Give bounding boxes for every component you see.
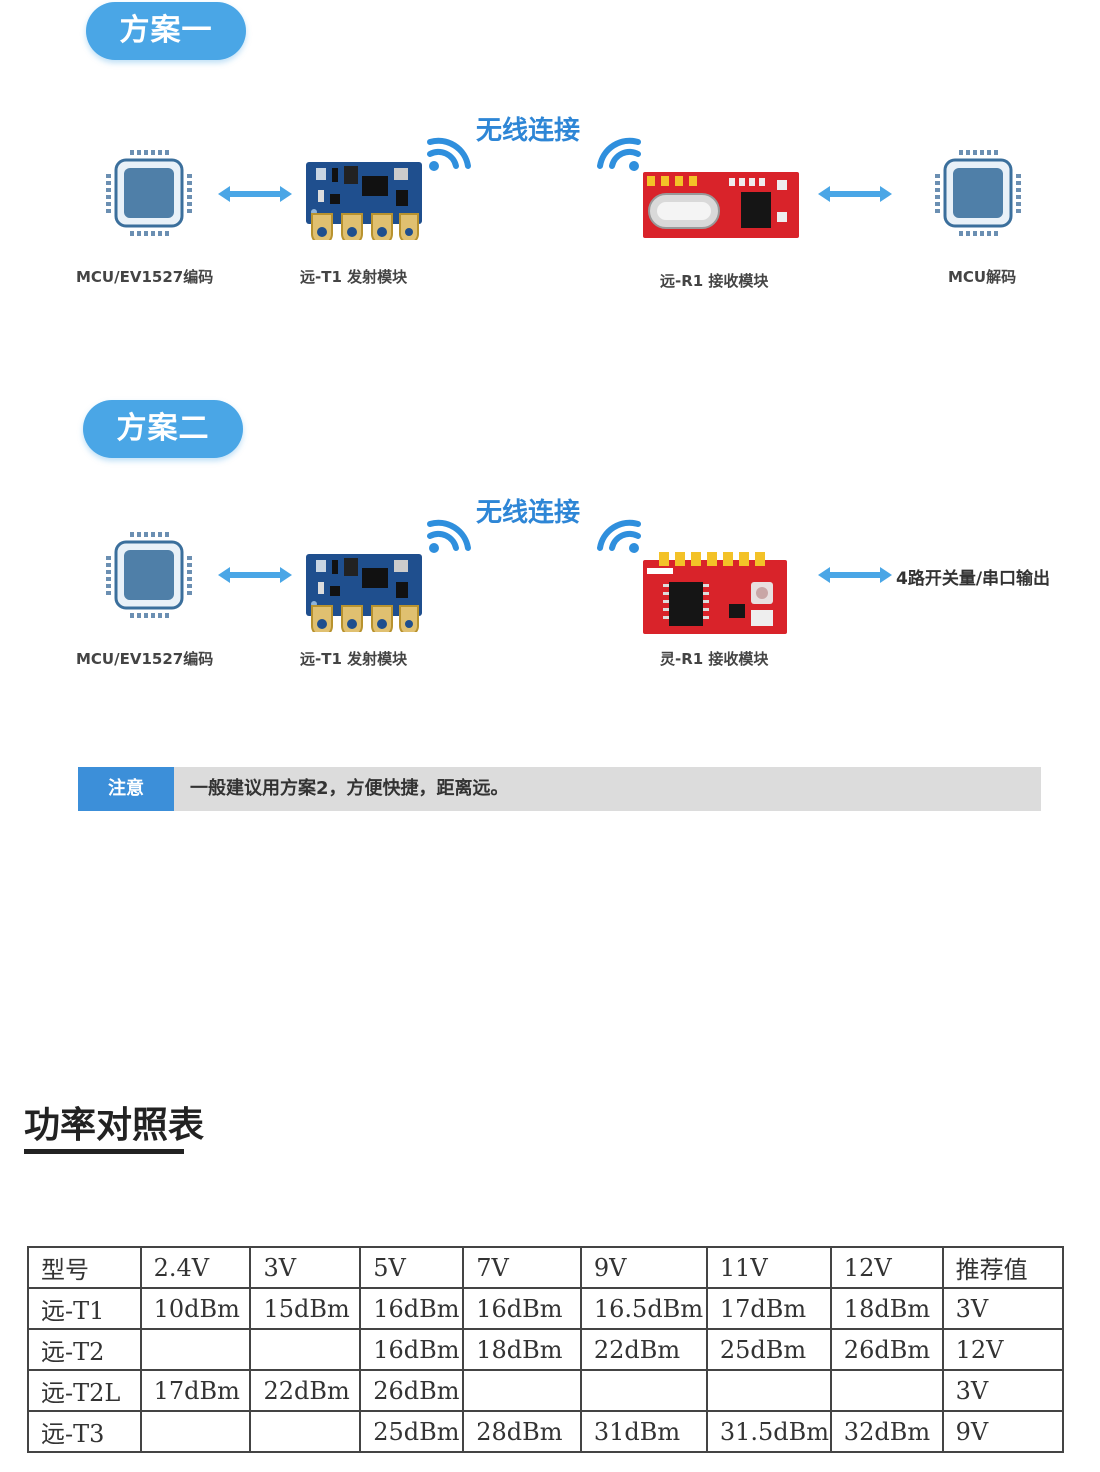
relay-receiver-module-icon [643, 552, 787, 634]
scheme2-badge: 方案二 [83, 400, 243, 458]
table-row: 远-T3 25dBm 28dBm 31dBm 31.5dBm 32dBm 9V [28, 1411, 1063, 1452]
wireless-wave-left-icon [424, 126, 474, 172]
column-header: 7V [463, 1247, 581, 1288]
transmitter-module-icon [306, 554, 422, 632]
table-cell: 22dBm [250, 1370, 360, 1411]
column-header: 推荐值 [943, 1247, 1063, 1288]
table-cell: 22dBm [581, 1329, 707, 1370]
table-cell: 16dBm [360, 1329, 463, 1370]
table-cell: 16.5dBm [581, 1288, 707, 1329]
mcu-chip-icon [933, 148, 1023, 238]
mcu-chip-icon [104, 530, 194, 620]
encoder-label: MCU/EV1527编码 [76, 648, 213, 669]
table-cell: 31.5dBm [707, 1411, 831, 1452]
table-cell: 12V [943, 1329, 1063, 1370]
table-header-row: 型号 2.4V 3V 5V 7V 9V 11V 12V 推荐值 [28, 1247, 1063, 1288]
table-cell: 远-T3 [28, 1411, 141, 1452]
table-cell: 3V [943, 1288, 1063, 1329]
table-cell [707, 1370, 831, 1411]
table-cell: 远-T2 [28, 1329, 141, 1370]
table-cell: 3V [943, 1370, 1063, 1411]
wireless-label: 无线连接 [476, 110, 580, 147]
table-row: 远-T1 10dBm 15dBm 16dBm 16dBm 16.5dBm 17d… [28, 1288, 1063, 1329]
table-cell [250, 1329, 360, 1370]
double-arrow-icon [818, 567, 892, 583]
table-cell [250, 1411, 360, 1452]
title-underline [24, 1149, 184, 1154]
note-text: 一般建议用方案2，方便快捷，距离远。 [190, 767, 509, 811]
table-row: 远-T2 16dBm 18dBm 22dBm 25dBm 26dBm 12V [28, 1329, 1063, 1370]
table-cell: 16dBm [360, 1288, 463, 1329]
table-cell: 18dBm [463, 1329, 581, 1370]
table-cell [141, 1329, 251, 1370]
wireless-wave-right-icon [594, 126, 644, 172]
table-cell: 26dBm [360, 1370, 463, 1411]
table-cell: 17dBm [141, 1370, 251, 1411]
table-cell: 25dBm [707, 1329, 831, 1370]
double-arrow-icon [818, 186, 892, 202]
table-cell: 18dBm [831, 1288, 943, 1329]
power-table-title: 功率对照表 [24, 1096, 204, 1148]
table-cell: 25dBm [360, 1411, 463, 1452]
receiver-label: 灵-R1 接收模块 [660, 648, 768, 669]
output-label: 4路开关量/串口输出 [896, 564, 1050, 589]
table-cell [463, 1370, 581, 1411]
column-header: 5V [360, 1247, 463, 1288]
note-tag: 注意 [78, 767, 174, 811]
table-cell [141, 1411, 251, 1452]
table-row: 远-T2L 17dBm 22dBm 26dBm 3V [28, 1370, 1063, 1411]
table-cell: 远-T2L [28, 1370, 141, 1411]
decoder-label: MCU解码 [948, 266, 1016, 287]
wireless-label: 无线连接 [476, 492, 580, 529]
table-cell: 17dBm [707, 1288, 831, 1329]
transmitter-label: 远-T1 发射模块 [300, 648, 407, 669]
table-cell: 15dBm [250, 1288, 360, 1329]
table-cell: 26dBm [831, 1329, 943, 1370]
table-cell: 9V [943, 1411, 1063, 1452]
wireless-wave-left-icon [424, 508, 474, 554]
table-cell: 32dBm [831, 1411, 943, 1452]
double-arrow-icon [218, 567, 292, 583]
column-header: 3V [250, 1247, 360, 1288]
table-cell [581, 1370, 707, 1411]
double-arrow-icon [218, 186, 292, 202]
column-header: 9V [581, 1247, 707, 1288]
scheme1-badge: 方案一 [86, 2, 246, 60]
column-header: 11V [707, 1247, 831, 1288]
power-table: 型号 2.4V 3V 5V 7V 9V 11V 12V 推荐值 远-T1 10d… [27, 1246, 1064, 1453]
column-header: 12V [831, 1247, 943, 1288]
table-cell: 远-T1 [28, 1288, 141, 1329]
encoder-label: MCU/EV1527编码 [76, 266, 213, 287]
transmitter-label: 远-T1 发射模块 [300, 266, 407, 287]
table-cell [831, 1370, 943, 1411]
column-header: 2.4V [141, 1247, 251, 1288]
wireless-wave-right-icon [594, 508, 644, 554]
mcu-chip-icon [104, 148, 194, 238]
table-cell: 31dBm [581, 1411, 707, 1452]
table-cell: 28dBm [463, 1411, 581, 1452]
table-cell: 10dBm [141, 1288, 251, 1329]
transmitter-module-icon [306, 162, 422, 240]
receiver-label: 远-R1 接收模块 [660, 270, 768, 291]
table-cell: 16dBm [463, 1288, 581, 1329]
column-header: 型号 [28, 1247, 141, 1288]
receiver-module-icon [643, 172, 799, 238]
